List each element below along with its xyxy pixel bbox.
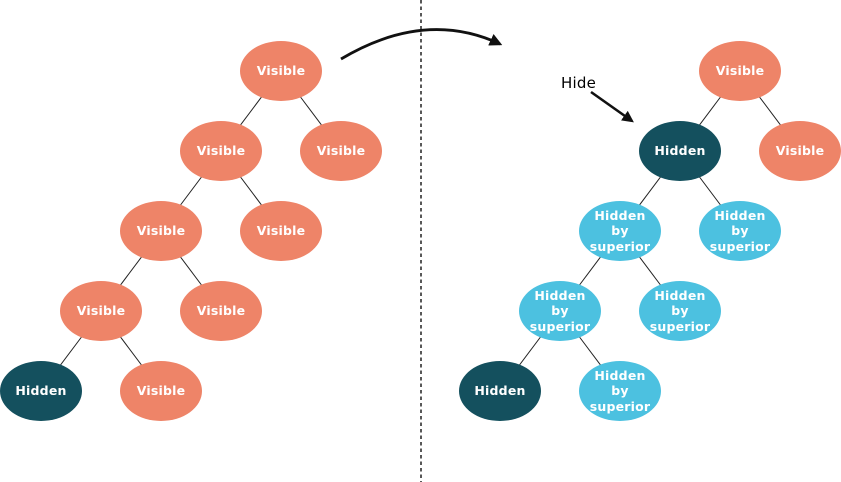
after-hidden-node: Hidden bbox=[459, 361, 541, 421]
before-tree-node: Visible bbox=[180, 281, 262, 341]
after-tree-node: Hidden by superior bbox=[699, 201, 781, 261]
after-tree-node: Hidden by superior bbox=[579, 361, 661, 421]
after-tree-node: Hidden by superior bbox=[519, 281, 601, 341]
after-root-node: Visible bbox=[699, 41, 781, 101]
before-hidden-node: Hidden bbox=[0, 361, 82, 421]
before-tree-node: Visible bbox=[300, 121, 382, 181]
hide-arrow bbox=[590, 90, 634, 123]
after-tree-node: Hidden by superior bbox=[639, 281, 721, 341]
after-tree-node: Hidden by superior bbox=[579, 201, 661, 261]
before-tree-node: Visible bbox=[60, 281, 142, 341]
before-root-node: Visible bbox=[240, 41, 322, 101]
hide-annotation-label: Hide bbox=[561, 74, 596, 92]
before-tree-node: Visible bbox=[120, 361, 202, 421]
before-tree-node: Visible bbox=[180, 121, 262, 181]
after-hidden-node: Hidden bbox=[639, 121, 721, 181]
before-tree-node: Visible bbox=[240, 201, 322, 261]
before-tree-node: Visible bbox=[120, 201, 202, 261]
transform-arrow bbox=[340, 28, 503, 61]
after-tree-node: Visible bbox=[759, 121, 841, 181]
